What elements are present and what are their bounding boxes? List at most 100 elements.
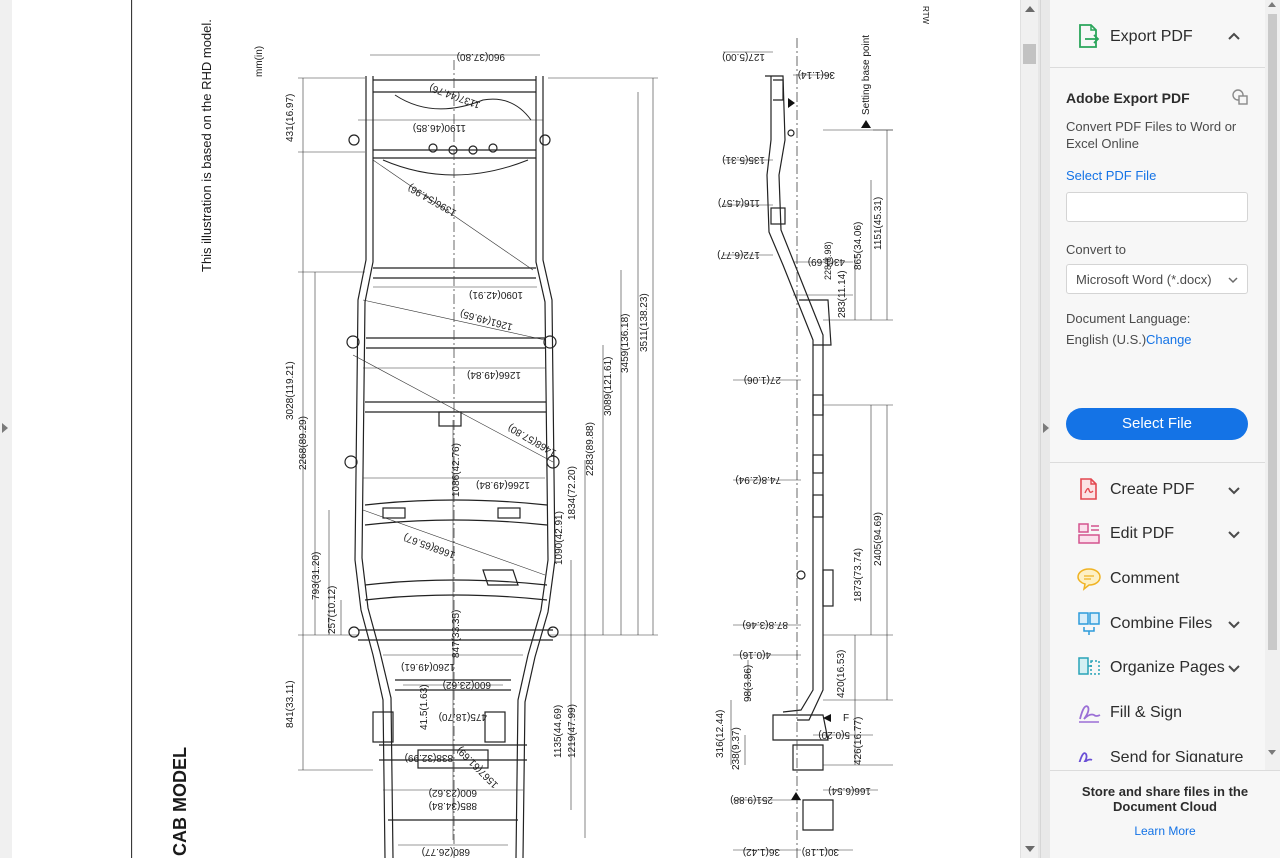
chevron-down-icon[interactable] <box>1226 660 1242 676</box>
page-margin <box>12 0 132 858</box>
drawing-title: CAB MODEL <box>170 747 190 856</box>
tools-pane-scrollbar[interactable] <box>1265 0 1280 770</box>
dim-label: 1151(45.31) <box>873 196 884 250</box>
dim-label: 257(10.12) <box>327 585 338 634</box>
dim-label: 98(3.86) <box>743 664 754 702</box>
dim-label: 426(16.77) <box>853 716 864 765</box>
convert-to-label: Convert to <box>1066 242 1126 257</box>
units-label: mm(in) <box>254 45 265 77</box>
select-file-button[interactable]: Select File <box>1066 408 1248 440</box>
tool-send-for-signature[interactable]: Send for Signature <box>1050 735 1265 762</box>
dim-label: 1090(42.91) <box>554 511 565 565</box>
dim-label: 838(32.99) <box>404 752 453 763</box>
dim-label: 847(33.35) <box>451 609 462 658</box>
dim-label: 3511(138.23) <box>639 293 650 352</box>
rtw-mark: RTW <box>921 6 930 25</box>
chassis-frame-drawing <box>298 38 893 858</box>
export-pdf-icon <box>1079 24 1100 48</box>
online-service-icon <box>1232 89 1248 105</box>
tool-fill-sign[interactable]: Fill & Sign <box>1050 690 1265 735</box>
dim-label: 1190(46.85) <box>412 122 466 133</box>
dim-label: 475(18.70) <box>438 711 487 722</box>
dim-label: 30(1.18) <box>801 846 839 857</box>
dim-label: 251(9.88) <box>730 794 773 805</box>
dim-label: 885(34.84) <box>428 800 477 811</box>
dim-label: 1266(49.84) <box>476 479 530 490</box>
dim-label: 172(6.77) <box>717 249 760 260</box>
left-pane-strip <box>0 0 12 858</box>
tool-label: Create PDF <box>1110 481 1195 498</box>
document-language-value: English (U.S.) <box>1066 332 1147 347</box>
dim-label: 865(34.06) <box>853 221 864 270</box>
chevron-down-icon[interactable] <box>1226 526 1242 542</box>
change-language-link[interactable]: Change <box>1146 332 1192 347</box>
rhd-note: This illustration is based on the RHD mo… <box>199 19 214 272</box>
dim-label: 1260(49.61) <box>401 661 455 672</box>
dim-label: 1135(44.69) <box>553 704 564 758</box>
dim-label: 600(23.62) <box>428 787 477 798</box>
dim-label: 960(37.80) <box>456 51 505 62</box>
tool-combine-files[interactable]: Combine Files <box>1050 601 1265 646</box>
dim-label: 1873(73.74) <box>853 548 864 602</box>
collapse-pane-icon[interactable] <box>1043 423 1049 433</box>
setting-base-point-label: Setting base point <box>861 34 872 115</box>
dim-label: 228(8.98) <box>823 241 833 280</box>
document-scrollbar[interactable] <box>1020 0 1038 858</box>
tool-label: Send for Signature <box>1110 749 1244 762</box>
learn-more-link[interactable]: Learn More <box>1134 824 1196 838</box>
chevron-up-icon[interactable] <box>1226 28 1242 44</box>
convert-format-select[interactable]: Microsoft Word (*.docx) <box>1066 264 1248 294</box>
tool-edit-pdf[interactable]: Edit PDF <box>1050 511 1265 556</box>
dim-label: 166(6.54) <box>828 785 871 796</box>
dim-label: 420(16.53) <box>836 649 847 698</box>
select-pdf-file-link[interactable]: Select PDF File <box>1066 168 1157 183</box>
document-viewer[interactable]: RTW This illustration is based on the RH… <box>0 0 1040 858</box>
dim-label: 431(16.97) <box>285 93 296 142</box>
chevron-down-icon[interactable] <box>1226 616 1242 632</box>
dim-label: 1086(42.76) <box>451 443 462 497</box>
dim-label: 87.8(3.46) <box>742 619 788 630</box>
dim-label: 36(1.14) <box>797 69 835 80</box>
export-pdf-header[interactable]: Export PDF <box>1050 0 1265 68</box>
dim-label: 600(23.62) <box>442 679 491 690</box>
comment-icon <box>1077 568 1101 591</box>
combine-files-icon <box>1078 612 1100 635</box>
dim-label: 74.8(2.94) <box>735 474 781 485</box>
tool-label: Organize Pages <box>1110 659 1225 676</box>
dim-label: 2405(94.69) <box>873 512 884 566</box>
dim-label: 2283(89.88) <box>585 422 596 476</box>
tool-create-pdf[interactable]: Create PDF <box>1050 467 1265 512</box>
dim-label: 135(5.31) <box>722 154 765 165</box>
expand-left-pane-icon[interactable] <box>2 423 8 433</box>
scroll-thumb[interactable] <box>1023 44 1036 64</box>
scroll-down-icon[interactable] <box>1268 750 1276 755</box>
export-pdf-label: Export PDF <box>1110 28 1193 45</box>
tool-label: Comment <box>1110 570 1180 587</box>
dim-label: 27(1.06) <box>743 374 781 385</box>
scroll-up-icon[interactable] <box>1025 6 1035 12</box>
dim-label: 5(0.20) <box>818 729 850 740</box>
dim-label: 36(1.42) <box>742 846 780 857</box>
dim-label: 127(5.00) <box>722 51 765 62</box>
dim-label: 3089(121.61) <box>603 356 614 417</box>
edit-pdf-icon <box>1078 523 1100 544</box>
adobe-export-title: Adobe Export PDF <box>1066 90 1190 106</box>
scroll-up-icon[interactable] <box>1268 2 1276 7</box>
dim-label: 1090(42.91) <box>469 289 523 300</box>
scroll-thumb[interactable] <box>1268 14 1277 650</box>
tools-pane-toggle[interactable] <box>1040 0 1050 858</box>
dim-label: F <box>843 713 850 724</box>
dim-label: 1266(49.84) <box>467 369 521 380</box>
tool-organize-pages[interactable]: Organize Pages <box>1050 645 1265 690</box>
tool-label: Edit PDF <box>1110 525 1175 542</box>
pdf-file-field[interactable] <box>1066 192 1248 222</box>
tool-comment[interactable]: Comment <box>1050 556 1265 601</box>
scroll-down-icon[interactable] <box>1025 846 1035 852</box>
fill-sign-icon <box>1079 705 1101 723</box>
chevron-down-icon[interactable] <box>1226 482 1242 498</box>
dim-label: 238(9.37) <box>731 727 742 770</box>
tool-label: Fill & Sign <box>1110 704 1183 721</box>
document-cloud-promo: Store and share files in the Document Cl… <box>1050 770 1280 858</box>
tool-label: Combine Files <box>1110 615 1213 632</box>
tools-pane: Export PDF Adobe Export PDF Convert PDF … <box>1050 0 1280 858</box>
